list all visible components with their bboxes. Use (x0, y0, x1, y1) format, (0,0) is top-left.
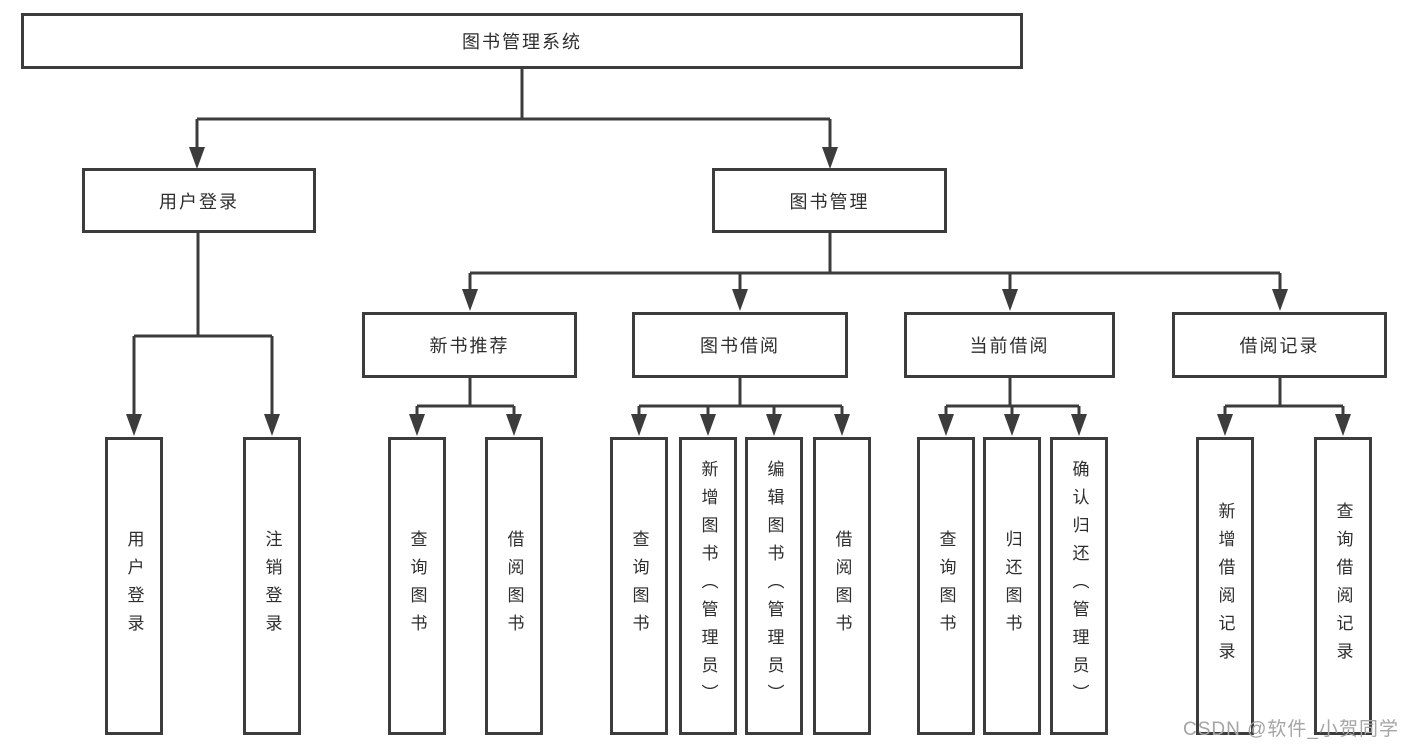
node-label: 当前借阅 (969, 336, 1050, 356)
node-label: 新增图书（管理员） (698, 460, 718, 712)
arrow-down-icon (938, 414, 954, 436)
arrow-down-icon (822, 147, 838, 169)
node-label: 借阅记录 (1239, 336, 1320, 356)
node-label: 图书管理 (789, 191, 870, 212)
node-book-management: 图书管理 (712, 168, 947, 233)
leaf-add-borrow-record: 新增借阅记录 (1196, 437, 1254, 735)
node-label: 图书管理系统 (462, 32, 582, 52)
node-label: 图书借阅 (700, 336, 780, 356)
node-user-login: 用户登录 (82, 168, 316, 233)
node-label: 新书推荐 (429, 336, 510, 356)
leaf-logout: 注销登录 (243, 437, 301, 735)
leaf-edit-books-admin: 编辑图书（管理员） (745, 437, 803, 735)
arrow-down-icon (1335, 414, 1351, 436)
edge-records-to-leaves (1217, 378, 1351, 436)
arrow-down-icon (264, 414, 280, 436)
edge-userlogin-to-leaves (126, 233, 280, 436)
node-label: 查询图书 (629, 530, 649, 642)
arrow-down-icon (409, 414, 425, 436)
node-label: 查询图书 (936, 530, 956, 642)
node-label: 用户登录 (159, 191, 239, 212)
leaf-add-books-admin: 新增图书（管理员） (679, 437, 737, 735)
arrow-down-icon (126, 414, 142, 436)
node-label: 查询借阅记录 (1333, 502, 1353, 670)
node-new-book-recommend: 新书推荐 (362, 312, 577, 378)
arrow-down-icon (631, 414, 647, 436)
leaf-query-books-borrow: 查询图书 (610, 437, 668, 735)
node-book-borrow: 图书借阅 (632, 312, 848, 378)
leaf-query-borrow-record: 查询借阅记录 (1314, 437, 1372, 735)
node-label: 注销登录 (262, 530, 282, 642)
node-label: 编辑图书（管理员） (764, 460, 784, 712)
leaf-user-login: 用户登录 (105, 437, 163, 735)
arrow-down-icon (1272, 289, 1288, 311)
arrow-down-icon (1071, 414, 1087, 436)
arrow-down-icon (732, 289, 748, 311)
leaf-return-books: 归还图书 (983, 437, 1041, 735)
node-label: 新增借阅记录 (1215, 502, 1235, 670)
node-root-system: 图书管理系统 (21, 13, 1023, 69)
leaf-query-books-recommend: 查询图书 (388, 437, 446, 735)
edge-borrow-to-leaves (631, 378, 850, 436)
node-label: 借阅图书 (832, 530, 852, 642)
arrow-down-icon (700, 414, 716, 436)
edge-current-to-leaves (938, 378, 1087, 436)
leaf-confirm-return-admin: 确认归还（管理员） (1050, 437, 1108, 735)
edge-bookmgmt-to-level3 (462, 233, 1288, 311)
leaf-borrow-books: 借阅图书 (813, 437, 871, 735)
arrow-down-icon (766, 414, 782, 436)
node-label: 查询图书 (407, 530, 427, 642)
arrow-down-icon (189, 147, 205, 169)
arrow-down-icon (462, 289, 478, 311)
leaf-borrow-books-recommend: 借阅图书 (485, 437, 543, 735)
node-label: 借阅图书 (504, 530, 524, 642)
node-current-borrow: 当前借阅 (904, 312, 1115, 378)
arrow-down-icon (1004, 414, 1020, 436)
arrow-down-icon (1002, 289, 1018, 311)
arrow-down-icon (1217, 414, 1233, 436)
node-label: 归还图书 (1002, 530, 1022, 642)
leaf-query-books-current: 查询图书 (917, 437, 975, 735)
node-label: 确认归还（管理员） (1069, 460, 1089, 712)
edge-newbooks-to-leaves (409, 378, 522, 436)
node-borrow-records: 借阅记录 (1172, 312, 1387, 378)
csdn-watermark: CSDN @软件_小贺同学 (1183, 719, 1399, 740)
arrow-down-icon (506, 414, 522, 436)
node-label: 用户登录 (124, 530, 144, 642)
edge-root-to-level2 (189, 69, 838, 169)
arrow-down-icon (834, 414, 850, 436)
